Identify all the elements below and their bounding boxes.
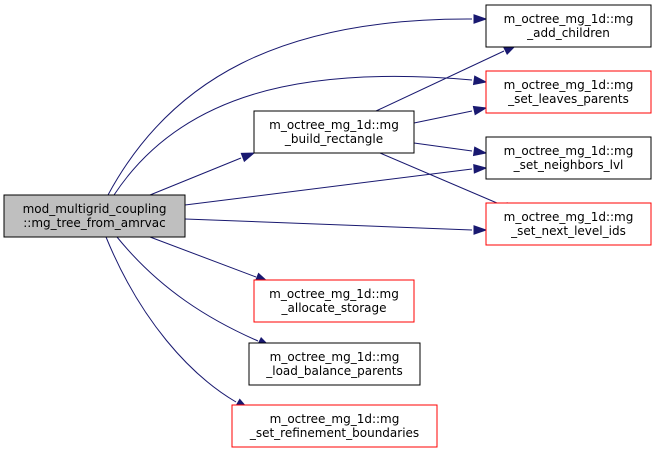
node-label-line: m_octree_mg_1d::mg	[269, 287, 399, 301]
node-box	[485, 4, 652, 48]
node-label-line: _set_leaves_parents	[507, 92, 629, 106]
node-label-line: m_octree_mg_1d::mg	[270, 412, 400, 426]
node-build-rectangle[interactable]: m_octree_mg_1d::mg_build_rectangle	[253, 110, 415, 154]
node-box	[248, 342, 421, 386]
node-label-line: m_octree_mg_1d::mg	[269, 118, 399, 132]
node-label-line: m_octree_mg_1d::mg	[504, 12, 634, 26]
node-set-neighbors-lvl[interactable]: m_octree_mg_1d::mg_set_neighbors_lvl	[485, 136, 652, 180]
edge-line	[413, 110, 473, 124]
node-box	[485, 70, 652, 114]
node-label-line: _load_balance_parents	[265, 364, 402, 378]
edge-root-to-allocate_storage	[149, 236, 270, 283]
nodes-layer: mod_multigrid_coupling::mg_tree_from_amr…	[3, 4, 652, 448]
edge-root-to-set_next_level_ids	[184, 218, 488, 235]
node-label-line: _set_next_level_ids	[510, 224, 626, 238]
edge-arrowhead	[473, 163, 488, 174]
edge-line	[107, 18, 473, 196]
edge-line	[184, 168, 473, 206]
edge-arrowhead	[473, 225, 488, 235]
node-label-line: _set_neighbors_lvl	[513, 158, 624, 172]
node-box	[253, 279, 415, 323]
edge-arrowhead	[240, 152, 256, 163]
node-add-children[interactable]: m_octree_mg_1d::mg_add_children	[485, 4, 652, 48]
edge-line	[113, 75, 473, 196]
edge-line	[105, 236, 237, 403]
node-label-line: m_octree_mg_1d::mg	[270, 350, 400, 364]
edge-line	[116, 236, 259, 342]
node-label-line: _build_rectangle	[284, 132, 383, 146]
edge-line	[149, 157, 242, 196]
edge-line	[379, 152, 505, 207]
node-label-line: mod_multigrid_coupling	[23, 202, 167, 216]
edge-root-to-add_children	[107, 14, 488, 196]
edge-arrowhead	[472, 75, 488, 86]
edge-root-to-set_neighbors_lvl	[184, 163, 488, 206]
node-root[interactable]: mod_multigrid_coupling::mg_tree_from_amr…	[3, 194, 186, 238]
edge-arrowhead	[472, 105, 488, 116]
edge-arrowhead	[473, 14, 488, 24]
node-allocate-storage[interactable]: m_octree_mg_1d::mg_allocate_storage	[253, 279, 415, 323]
edge-root-to-set_refinement_boundaries	[105, 236, 250, 410]
node-label-line: ::mg_tree_from_amrvac	[23, 216, 166, 230]
edge-root-to-set_leaves_parents	[113, 75, 488, 196]
node-label-line: _add_children	[526, 26, 610, 40]
node-label-line: _set_refinement_boundaries	[249, 426, 419, 440]
edge-build_rectangle-to-set_neighbors_lvl	[413, 142, 488, 157]
edge-arrowhead	[472, 146, 488, 157]
node-set-next-level-ids[interactable]: m_octree_mg_1d::mg_set_next_level_ids	[485, 202, 652, 246]
node-label-line: _allocate_storage	[281, 301, 387, 315]
node-label-line: m_octree_mg_1d::mg	[504, 210, 634, 224]
node-load-balance-parents[interactable]: m_octree_mg_1d::mg_load_balance_parents	[248, 342, 421, 386]
node-box	[485, 202, 652, 246]
node-set-leaves-parents[interactable]: m_octree_mg_1d::mg_set_leaves_parents	[485, 70, 652, 114]
edge-line	[184, 218, 473, 231]
edge-line	[413, 142, 473, 152]
node-box	[253, 110, 415, 154]
edge-root-to-build_rectangle	[149, 152, 256, 196]
node-set-refinement-boundaries[interactable]: m_octree_mg_1d::mg_set_refinement_bounda…	[231, 404, 438, 448]
node-box	[231, 404, 438, 448]
node-label-line: m_octree_mg_1d::mg	[504, 144, 634, 158]
node-box	[3, 194, 186, 238]
node-label-line: m_octree_mg_1d::mg	[504, 78, 634, 92]
edge-line	[149, 236, 257, 278]
node-box	[485, 136, 652, 180]
edge-line	[375, 50, 505, 112]
edge-build_rectangle-to-set_leaves_parents	[413, 105, 488, 124]
